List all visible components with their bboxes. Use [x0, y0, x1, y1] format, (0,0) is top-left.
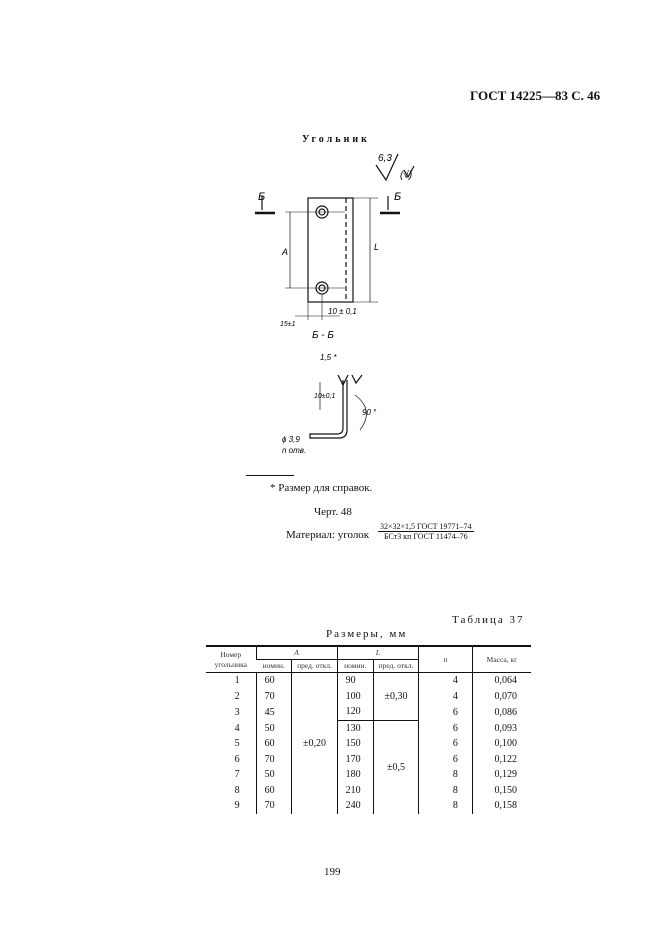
header-L-dev: пред. откл.: [372, 659, 419, 673]
cell-mass: 0,158: [471, 798, 531, 814]
cell-L: 210: [336, 782, 374, 798]
page-number: 199: [324, 866, 341, 878]
cell-mass: 0,086: [471, 704, 531, 720]
material-label: Материал: уголок: [286, 529, 370, 541]
cell-L: 100: [336, 688, 374, 704]
figure-caption: Черт. 48: [314, 506, 352, 518]
material-top: 32×32×1,5 ГОСТ 19771–74: [378, 522, 474, 532]
header-number: Номер угольника: [206, 645, 257, 673]
cell-n: 8: [418, 798, 473, 814]
cell-number: 2: [234, 690, 240, 702]
part-title: Угольник: [302, 134, 370, 145]
cell-A: 60: [255, 672, 292, 689]
footnote: * Размер для справок.: [270, 482, 373, 494]
dim-hole: ϕ 3,9: [282, 435, 300, 444]
header-A-dev: пред. откл.: [291, 659, 338, 673]
cell-A: 60: [255, 736, 292, 752]
cell-L: 150: [336, 736, 374, 752]
dim-10b: 10±0,1: [314, 393, 335, 400]
cell-L: 130: [336, 719, 374, 736]
cell-number: 8: [234, 784, 240, 796]
cell-mass: 0,064: [471, 672, 531, 689]
cell-L: 180: [336, 767, 374, 783]
cell-n: 6: [418, 736, 473, 752]
cell-A: 70: [255, 751, 292, 767]
cell-mass: 0,122: [471, 751, 531, 767]
cell-n: 8: [418, 782, 473, 798]
cell-number: 5: [234, 738, 240, 750]
cell-A: 50: [255, 720, 292, 736]
cell-n: 6: [418, 751, 473, 767]
dim-L: L: [374, 242, 379, 252]
cell-mass: 0,129: [471, 767, 531, 783]
cell-mass: 0,093: [471, 720, 531, 736]
cell-mass: 0,070: [471, 688, 531, 704]
cell-mass: 0,150: [471, 782, 531, 798]
header-L: L: [336, 645, 419, 660]
dim-15: 15±1: [280, 321, 296, 328]
cell-number: 1: [234, 675, 240, 687]
header-A: A: [255, 645, 338, 660]
dim-holes-n: n отв.: [282, 446, 306, 455]
dim-A: A: [281, 247, 288, 257]
cell-number: 4: [234, 722, 240, 734]
cell-n: 6: [418, 704, 473, 720]
cell-L: 90: [336, 672, 374, 689]
cell-A: 45: [255, 704, 292, 720]
cell-n: 4: [418, 672, 473, 689]
roughness-value: 6,3: [378, 153, 392, 164]
cell-A: 50: [255, 767, 292, 783]
section-mark-left: Б: [258, 191, 265, 203]
roughness-paren: (√): [400, 169, 412, 181]
cell-n: 4: [418, 688, 473, 704]
section-mark-right: Б: [394, 191, 401, 203]
cell-A: 70: [255, 798, 292, 814]
cell-mass: 0,100: [471, 736, 531, 752]
header-mass: Масса, кг: [471, 645, 531, 673]
material-bottom: БСт3 кп ГОСТ 11474–76: [383, 532, 468, 541]
cell-n: 6: [418, 720, 473, 736]
table-caption: Размеры, мм: [326, 628, 408, 640]
cell-number: 3: [234, 706, 240, 718]
cell-L: 170: [336, 751, 374, 767]
cell-number: 6: [234, 753, 240, 765]
dim-thickness: 1,5 *: [320, 353, 337, 362]
cell-number: 7: [234, 769, 240, 781]
cell-number: 9: [234, 800, 240, 812]
header-n: n: [418, 645, 473, 673]
technical-drawing: Б Б 6,3 (√) A L 15±1 10 ± 0,1 Б - Б 1,5 …: [255, 153, 415, 455]
cell-L: 240: [336, 798, 374, 814]
footnote-divider: [246, 475, 294, 476]
dimensions-table: Номер угольника A L n Масса, кг номин. п…: [206, 645, 531, 814]
dim-10: 10 ± 0,1: [328, 307, 357, 316]
cell-A: 60: [255, 782, 292, 798]
material-spec: 32×32×1,5 ГОСТ 19771–74 БСт3 кп ГОСТ 114…: [378, 522, 474, 541]
table-number: Таблица 37: [452, 614, 525, 626]
standard-header: ГОСТ 14225—83 С. 46: [470, 88, 601, 103]
cell-n: 8: [418, 767, 473, 783]
header-A-nom: номин.: [256, 659, 292, 673]
cell-L-dev: ±0,5: [372, 719, 419, 814]
section-label: Б - Б: [312, 330, 334, 341]
dim-angle: 90 °: [362, 408, 377, 417]
cell-L: 120: [336, 704, 374, 720]
header-L-nom: номин.: [336, 659, 374, 673]
cell-A-dev: ±0,20: [291, 672, 338, 814]
cell-A: 70: [255, 688, 292, 704]
cell-L-dev: ±0,30: [372, 672, 419, 720]
